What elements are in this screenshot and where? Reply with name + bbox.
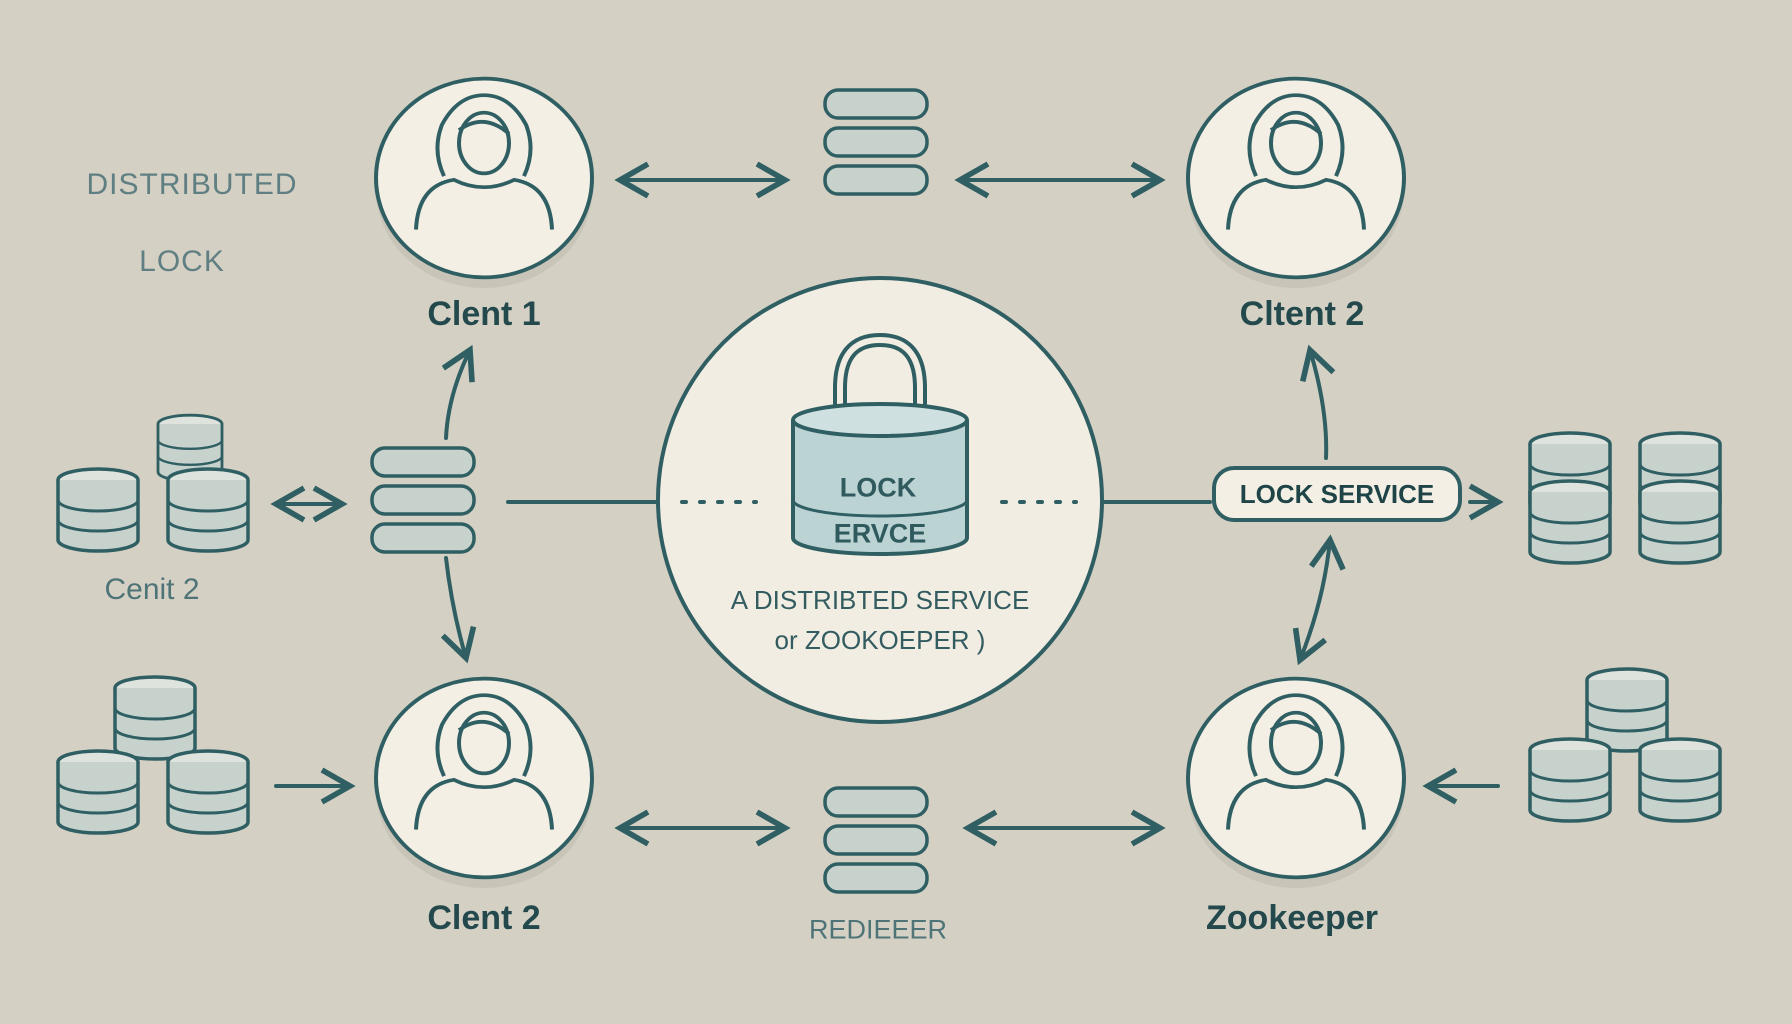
lock-label-line-1: LOCK xyxy=(839,472,917,503)
server-bottom-icon xyxy=(823,786,929,894)
left-mid-database-icons xyxy=(56,413,250,553)
title-line-2: LOCK xyxy=(139,245,225,278)
client-2-bottom-label: Clent 2 xyxy=(427,899,541,937)
left-bottom-database-icons xyxy=(56,675,250,835)
center-caption-line-1: A DISTRIBTED SERVICE xyxy=(730,585,1030,615)
title-line-1: DISTRIBUTED xyxy=(86,168,298,201)
server-top-icon xyxy=(823,88,929,196)
client-1-label: Clent 1 xyxy=(427,295,541,333)
client-2-bottom-person-icon xyxy=(374,676,594,888)
lock-label-line-2: ERVCE xyxy=(833,518,927,549)
bottom-server-label: REDIEEER xyxy=(808,914,948,945)
connector-arrows xyxy=(270,161,1504,847)
padlock-icon xyxy=(791,332,969,556)
client-2-top-person-icon xyxy=(1186,76,1406,288)
client-2-top-label: Cltent 2 xyxy=(1239,295,1365,333)
left-group-label: Cenit 2 xyxy=(104,573,200,606)
zookeeper-person-icon xyxy=(1186,676,1406,888)
server-left-icon xyxy=(370,446,476,554)
lock-service-badge: LOCK SERVICE xyxy=(1212,466,1462,522)
right-bottom-database-icons xyxy=(1528,667,1722,823)
right-mid-database-icons xyxy=(1528,431,1722,565)
zookeeper-label: Zookeeper xyxy=(1206,899,1378,937)
center-caption-line-2: or ZOOKOEPER ) xyxy=(774,625,986,655)
client-1-person-icon xyxy=(374,76,594,288)
